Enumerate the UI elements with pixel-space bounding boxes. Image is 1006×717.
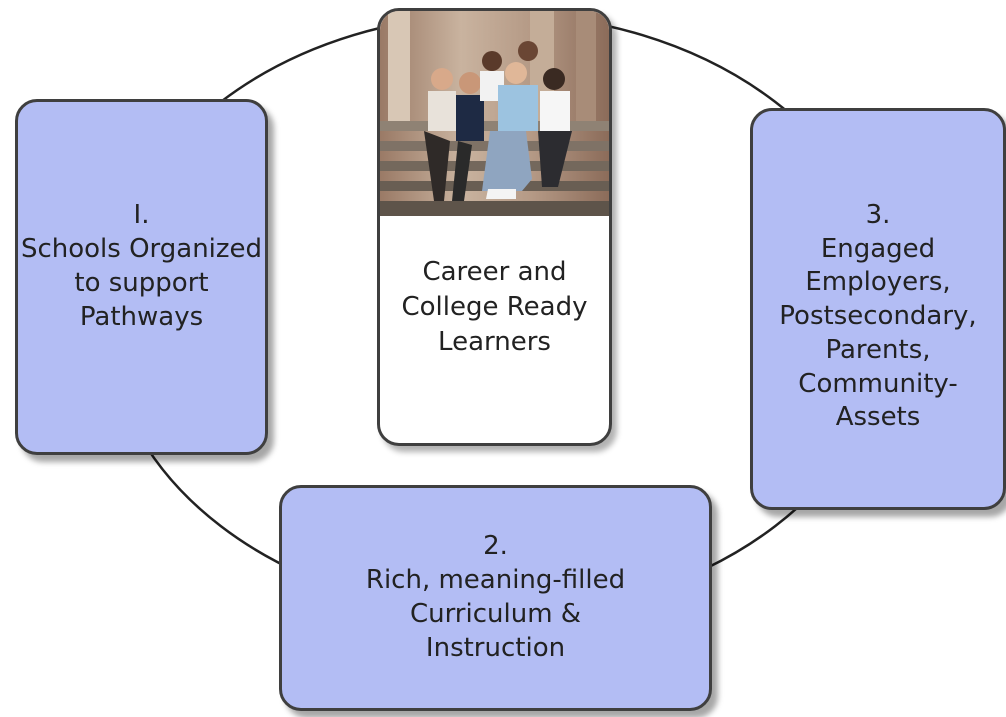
box-2-line-3: Instruction xyxy=(425,632,566,663)
box-1-line-1: Schools Organized xyxy=(20,234,263,265)
box-3-number: 3. xyxy=(865,199,891,230)
students-photo xyxy=(380,11,609,216)
box-schools-organized: I. Schools Organized to support Pathways xyxy=(15,99,268,455)
box-3-line-1: Engaged xyxy=(820,233,936,264)
box-3-line-3: Postsecondary, xyxy=(779,301,977,332)
center-label: Career and College Ready Learners xyxy=(380,255,609,360)
box-3-line-6: Assets xyxy=(835,402,921,433)
box-3-line-5: Community- xyxy=(798,368,958,399)
box-3-line-4: Parents, xyxy=(825,334,931,365)
box-rich-curriculum: 2. Rich, meaning-filled Curriculum & Ins… xyxy=(279,485,712,711)
box-1-line-3: Pathways xyxy=(79,301,204,332)
box-2-line-2: Curriculum & xyxy=(409,599,582,629)
center-line-2: College Ready xyxy=(401,292,588,323)
box-1-number: I. xyxy=(133,200,150,231)
box-2-number: 2. xyxy=(483,531,508,562)
center-line-3: Learners xyxy=(438,327,551,358)
center-line-1: Career and xyxy=(422,257,567,287)
box-engaged-employers: 3. Engaged Employers, Postsecondary, Par… xyxy=(750,108,1006,510)
center-card-learners: Career and College Ready Learners xyxy=(377,8,612,446)
box-2-line-1: Rich, meaning-filled xyxy=(365,565,626,596)
box-1-line-2: to support xyxy=(74,268,209,298)
box-3-line-2: Employers, xyxy=(805,267,951,298)
